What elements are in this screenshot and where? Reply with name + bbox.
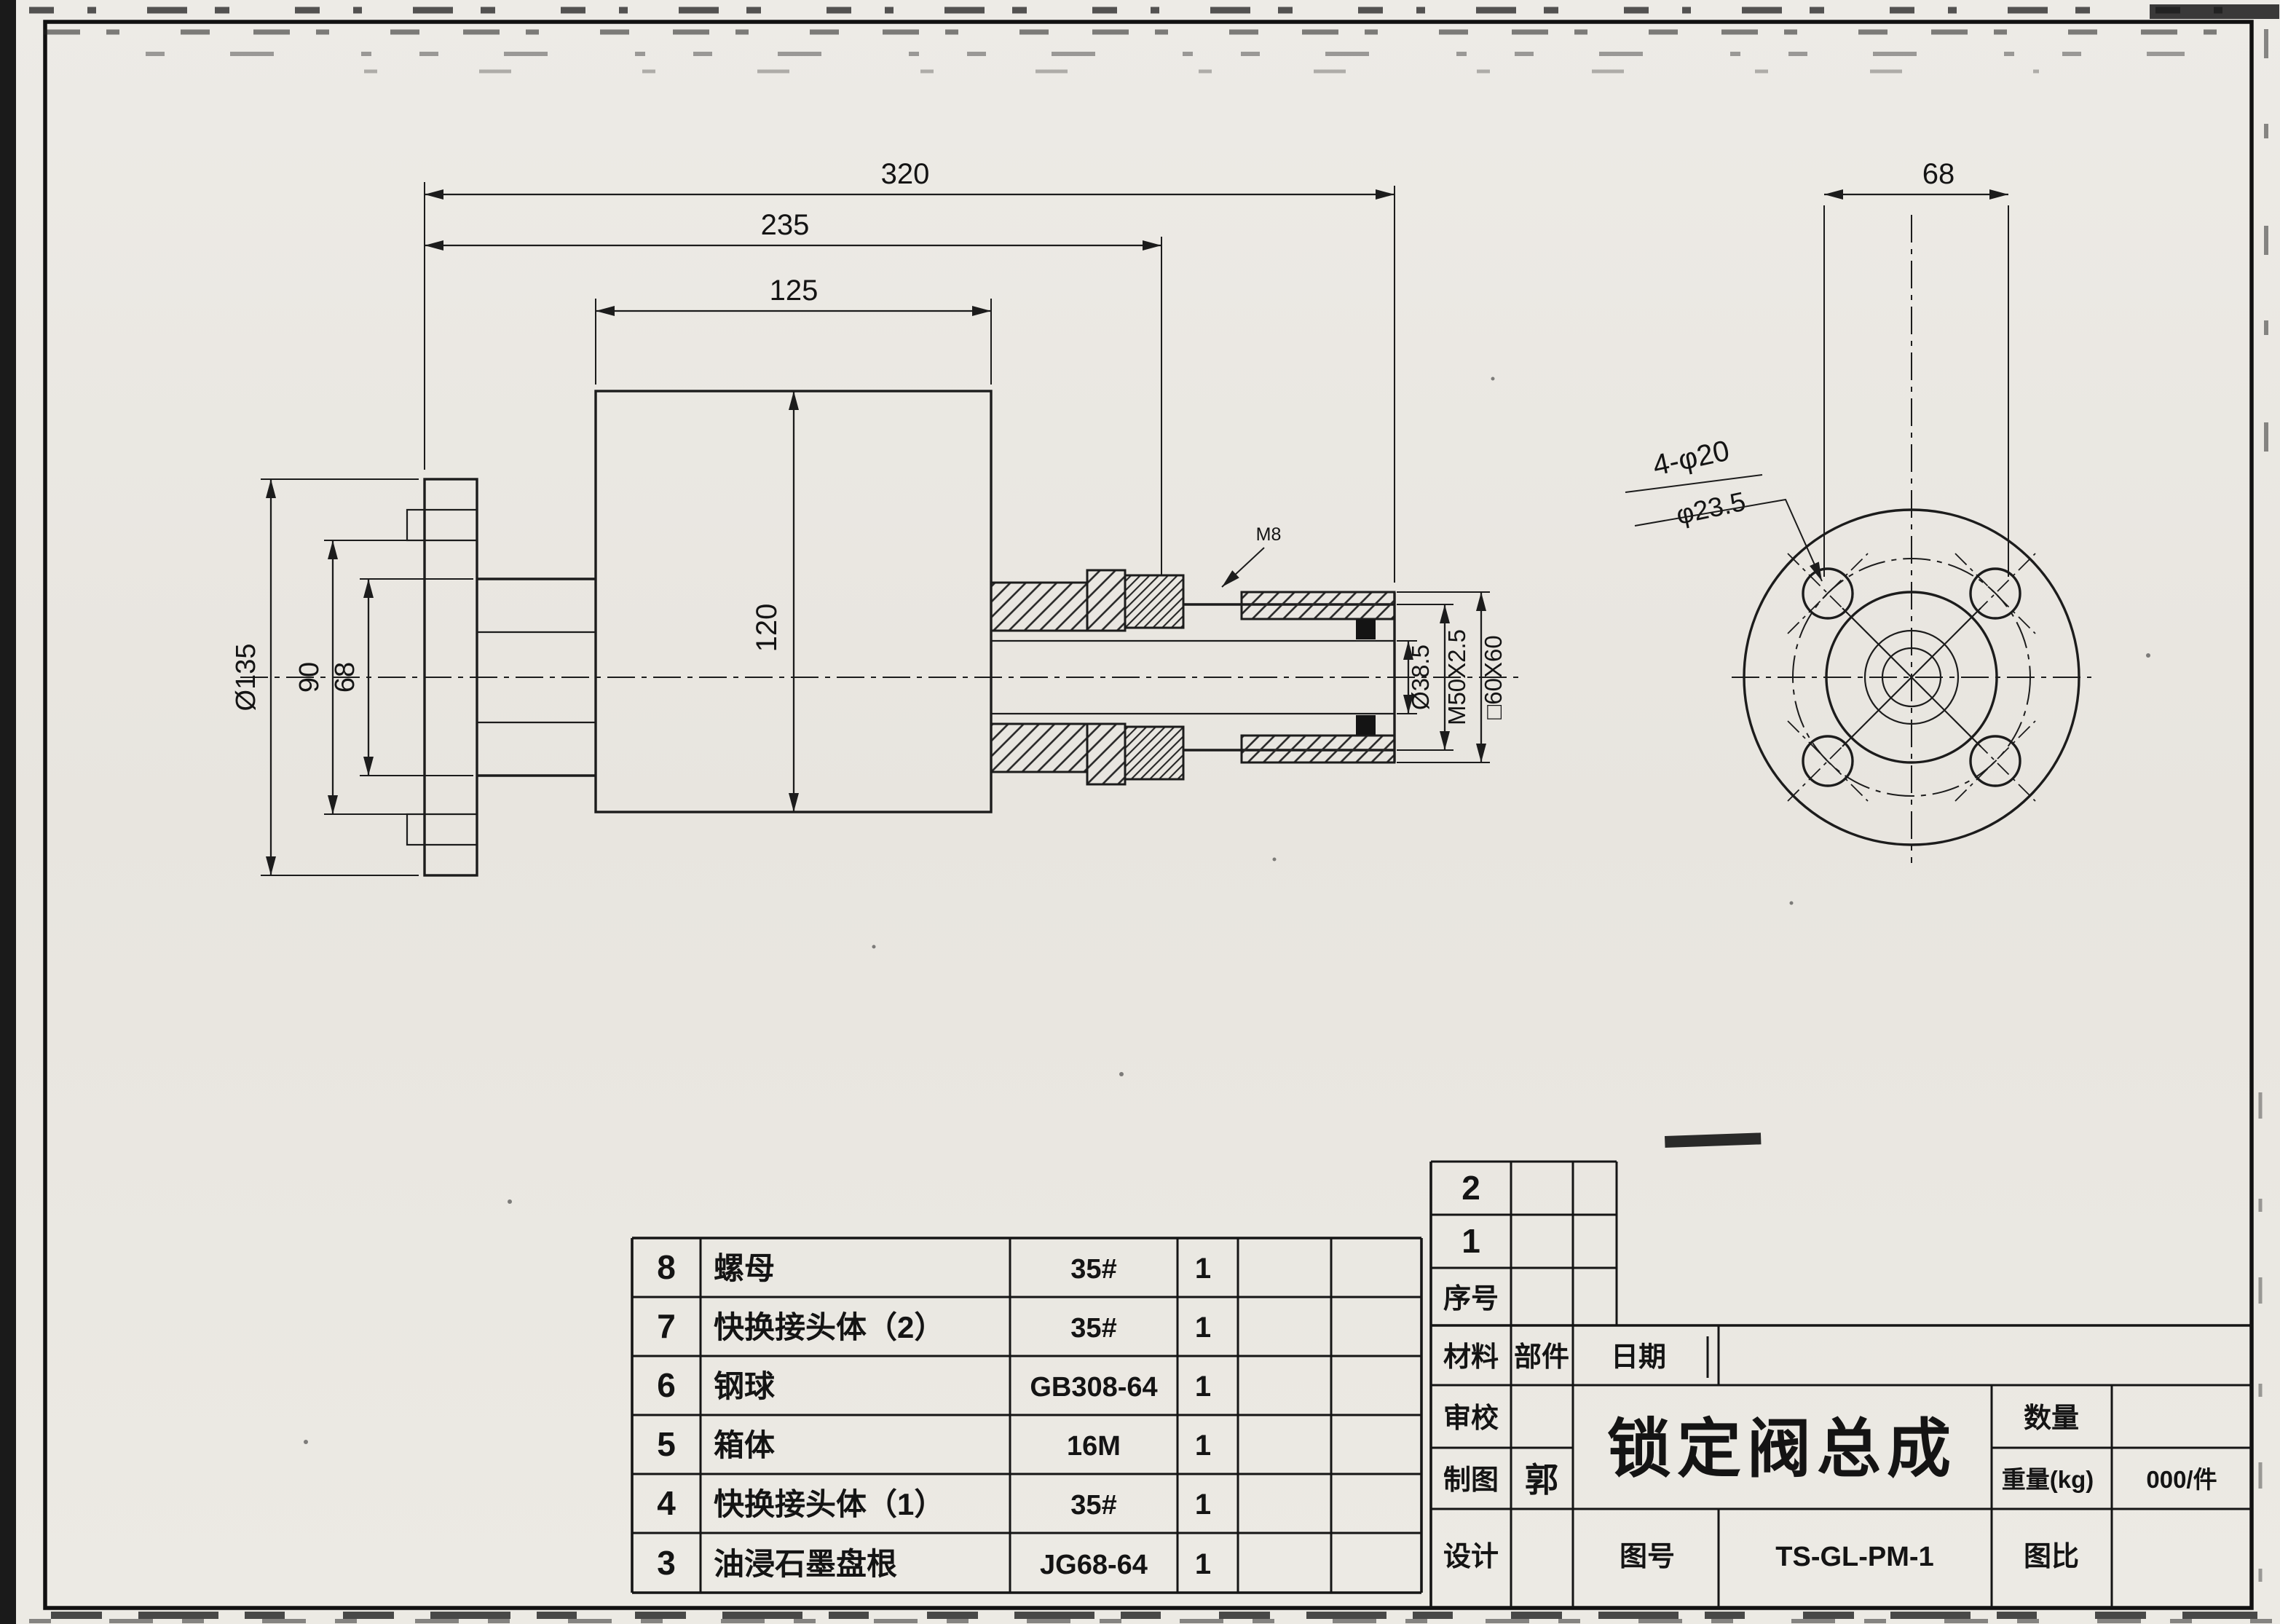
bolt-holes (1787, 553, 2036, 802)
dim-thread-label: M50X2.5 (1443, 629, 1470, 725)
m8-label: M8 (1256, 524, 1282, 545)
draftsman-name: 郭 (1525, 1461, 1558, 1499)
review-label: 审校 (1443, 1403, 1499, 1434)
parts-row-7: 7 快换接头体（2） 35# 1 (657, 1307, 1211, 1345)
parts-row-3: 3 油浸石墨盘根 JG68-64 1 (657, 1544, 1211, 1582)
right-dimensions: Ø38.5 M50X2.5 □60X60 (1397, 591, 1507, 763)
connector-section (990, 569, 1396, 786)
part-spec: 35# (1070, 1313, 1116, 1344)
part-qty: 1 (1195, 1489, 1211, 1521)
part-qty: 1 (1195, 1548, 1211, 1580)
weight-label: 重量(kg) (2002, 1466, 2094, 1493)
design-label: 设计 (1443, 1542, 1499, 1572)
serial-row-2: 2 (1462, 1169, 1480, 1207)
part-name: 快换接头体（1） (714, 1487, 944, 1521)
drawing-no-value: TS-GL-PM-1 (1775, 1542, 1933, 1572)
drawing-frame (43, 20, 2254, 1610)
part-no: 6 (657, 1366, 676, 1404)
part-name: 螺母 (714, 1251, 775, 1285)
parts-row-8: 8 螺母 35# 1 (657, 1248, 1211, 1286)
left-dimensions: Ø135 90 68 (231, 478, 473, 876)
dim-bore-label: Ø38.5 (1407, 645, 1434, 710)
part-spec: GB308-64 (1030, 1372, 1157, 1403)
dim-68-end-label: 68 (1922, 158, 1955, 190)
dim-125-label: 125 (770, 275, 818, 307)
parts-table: 8 螺母 35# 1 7 快换接头体（2） 35# 1 6 钢球 GB308-6… (631, 1237, 1423, 1594)
part-no: 8 (657, 1248, 676, 1286)
part-spec: JG68-64 (1040, 1550, 1148, 1580)
part-label: 部件 (1514, 1342, 1569, 1373)
part-spec: 35# (1070, 1254, 1116, 1285)
steel-ball-lower (1356, 715, 1376, 735)
scale-label: 图比 (2024, 1542, 2079, 1572)
date-label: 日期 (1611, 1342, 1666, 1373)
parts-row-6: 6 钢球 GB308-64 1 (657, 1366, 1211, 1404)
flange-end-view: 68 4-φ20 φ23.5 (1625, 158, 2091, 863)
material-label: 材料 (1443, 1342, 1499, 1373)
part-name: 快换接头体（2） (714, 1310, 944, 1344)
dim-square-label: □60X60 (1480, 635, 1507, 719)
part-name: 箱体 (714, 1428, 775, 1462)
m8-annotation: M8 (1221, 524, 1282, 588)
dim-120-label: 120 (751, 604, 783, 653)
part-qty: 1 (1195, 1430, 1211, 1462)
serial-label: 序号 (1443, 1284, 1499, 1314)
weight-value: 000/件 (2146, 1466, 2217, 1493)
parts-row-4: 4 快换接头体（1） 35# 1 (657, 1484, 1211, 1522)
part-qty: 1 (1195, 1371, 1211, 1403)
dim-235-label: 235 (761, 209, 810, 241)
part-no: 3 (657, 1544, 676, 1582)
drawing-title: 锁定阀总成 (1607, 1413, 1957, 1485)
dim-90-label: 90 (294, 662, 325, 693)
part-no: 4 (657, 1484, 676, 1522)
dim-68-label: 68 (330, 662, 360, 693)
title-block: 2 1 序号 材料 部件 日期 审校 数量 制图 郭 重量(kg) 000/件 … (1429, 1160, 2252, 1608)
main-section-view: M8 320 235 125 120 Ø135 (231, 158, 1522, 877)
steel-ball-upper (1356, 620, 1376, 639)
part-spec: 35# (1070, 1490, 1116, 1521)
draft-label: 制图 (1443, 1465, 1499, 1496)
part-name: 油浸石墨盘根 (714, 1547, 897, 1581)
hole-callout: 4-φ20 φ23.5 (1625, 435, 1823, 582)
drawing-no-label: 图号 (1620, 1542, 1675, 1572)
serial-row-1: 1 (1462, 1222, 1480, 1260)
part-no: 5 (657, 1425, 676, 1463)
qty-label: 数量 (2024, 1403, 2079, 1434)
part-no: 7 (657, 1307, 676, 1345)
dim-phi135-label: Ø135 (231, 644, 261, 712)
dim-320-label: 320 (881, 158, 930, 190)
part-qty: 1 (1195, 1253, 1211, 1285)
part-spec: 16M (1067, 1431, 1121, 1462)
end-view-dimension: 68 (1823, 158, 2009, 577)
part-name: 钢球 (714, 1369, 776, 1403)
parts-row-5: 5 箱体 16M 1 (657, 1425, 1211, 1463)
box-height-dimension: 120 (751, 391, 799, 812)
top-dimensions: 320 235 125 (424, 158, 1395, 583)
part-qty: 1 (1195, 1312, 1211, 1344)
